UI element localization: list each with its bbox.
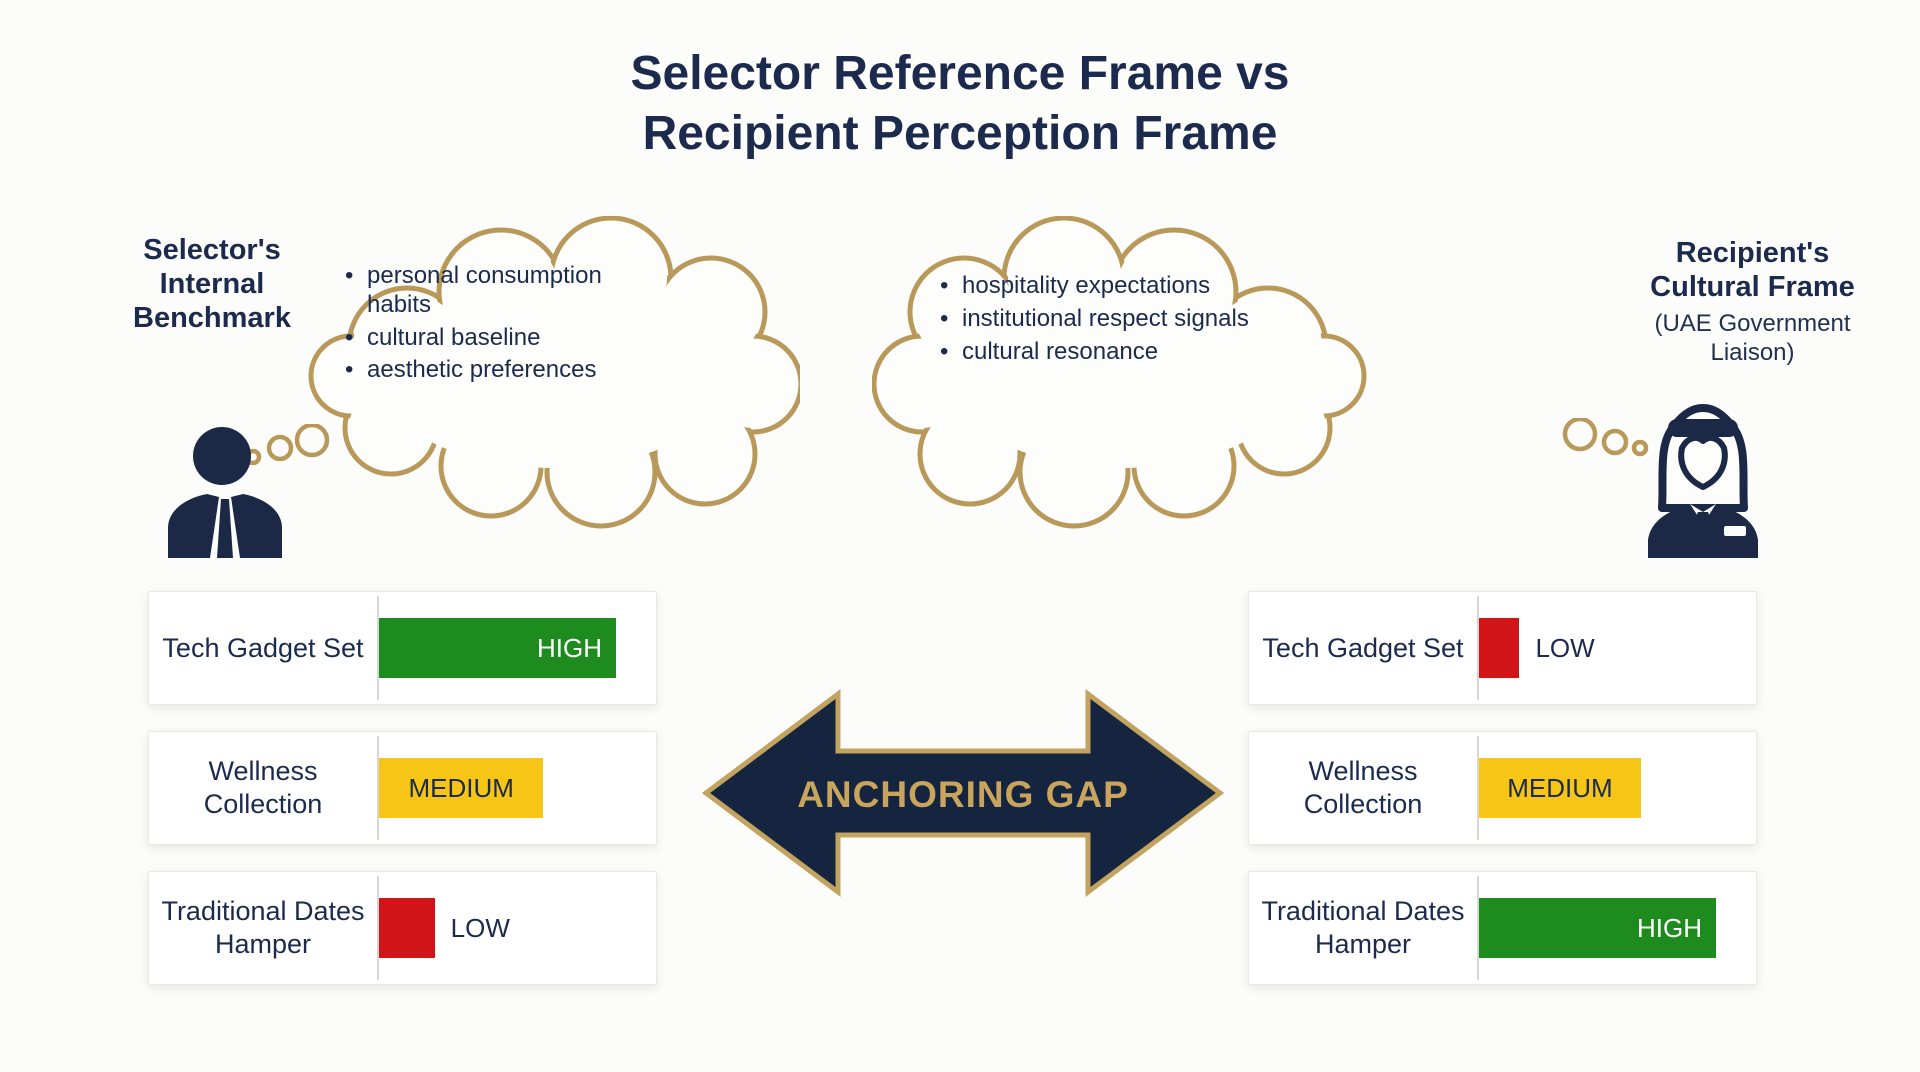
rating-bar-area: LOW [379, 872, 656, 984]
rating-level-label: HIGH [1637, 912, 1702, 943]
emirati-person-icon [1648, 404, 1758, 558]
rating-bar: HIGH [379, 618, 616, 678]
rating-bar-area: MEDIUM [379, 732, 656, 844]
gift-option-label: Traditional Dates Hamper [161, 896, 365, 959]
rating-bar-area: HIGH [379, 592, 656, 704]
gift-option-label: Tech Gadget Set [1262, 632, 1464, 663]
assessment-card: Tech Gadget Set HIGH [148, 591, 657, 705]
rating-level-label: HIGH [537, 632, 602, 663]
assessment-card: Wellness Collection MEDIUM [148, 731, 657, 845]
selector-thoughts-list: personal consumption habits cultural bas… [340, 258, 622, 389]
thought-item: personal consumption habits [340, 262, 622, 320]
thought-item: cultural baseline [340, 324, 622, 353]
anchoring-gap-label: ANCHORING GAP [797, 774, 1129, 815]
assessment-card: Tech Gadget Set LOW [1248, 591, 1757, 705]
recipient-frame-label: Recipient's Cultural Frame [1650, 237, 1855, 304]
selector-frame-label: Selector's Internal Benchmark [133, 234, 291, 335]
rating-bar [1479, 618, 1520, 678]
card-divider [377, 876, 379, 980]
rating-bar-area: MEDIUM [1479, 732, 1756, 844]
card-divider [1477, 596, 1479, 700]
rating-level-label: LOW [450, 912, 510, 943]
page-title: Selector Reference Frame vs Recipient Pe… [630, 47, 1290, 160]
thought-bubble-right [872, 216, 1367, 529]
rating-bar [379, 898, 435, 958]
assessment-card: Traditional Dates Hamper HIGH [1248, 871, 1757, 985]
recipient-thoughts-list: hospitality expectations institutional r… [935, 268, 1297, 370]
card-divider [1477, 736, 1479, 840]
card-divider [377, 736, 379, 840]
rating-level-label: LOW [1535, 632, 1595, 663]
thought-item: institutional respect signals [935, 305, 1297, 334]
assessment-card: Wellness Collection MEDIUM [1248, 731, 1757, 845]
gift-option-label: Traditional Dates Hamper [1261, 896, 1465, 959]
business-person-icon [168, 427, 282, 558]
assessment-card: Traditional Dates Hamper LOW [148, 871, 657, 985]
rating-level-label: MEDIUM [1507, 772, 1613, 803]
thought-item: cultural resonance [935, 338, 1297, 367]
rating-bar-area: LOW [1479, 592, 1756, 704]
gift-option-label: Tech Gadget Set [162, 632, 364, 663]
rating-bar-area: HIGH [1479, 872, 1756, 984]
card-divider [377, 596, 379, 700]
recipient-frame-sublabel: (UAE Government Liaison) [1654, 310, 1851, 366]
anchoring-gap-arrow: ANCHORING GAP [698, 686, 1228, 905]
thought-item: aesthetic preferences [340, 356, 622, 385]
rating-level-label: MEDIUM [408, 772, 514, 803]
gift-option-label: Wellness Collection [1303, 756, 1423, 819]
thought-item: hospitality expectations [935, 272, 1297, 301]
thought-trail-right [1562, 418, 1649, 457]
rating-bar: MEDIUM [379, 758, 544, 818]
rating-bar: HIGH [1479, 898, 1716, 958]
gift-option-label: Wellness Collection [203, 756, 323, 819]
card-divider [1477, 876, 1479, 980]
rating-bar: MEDIUM [1479, 758, 1641, 818]
